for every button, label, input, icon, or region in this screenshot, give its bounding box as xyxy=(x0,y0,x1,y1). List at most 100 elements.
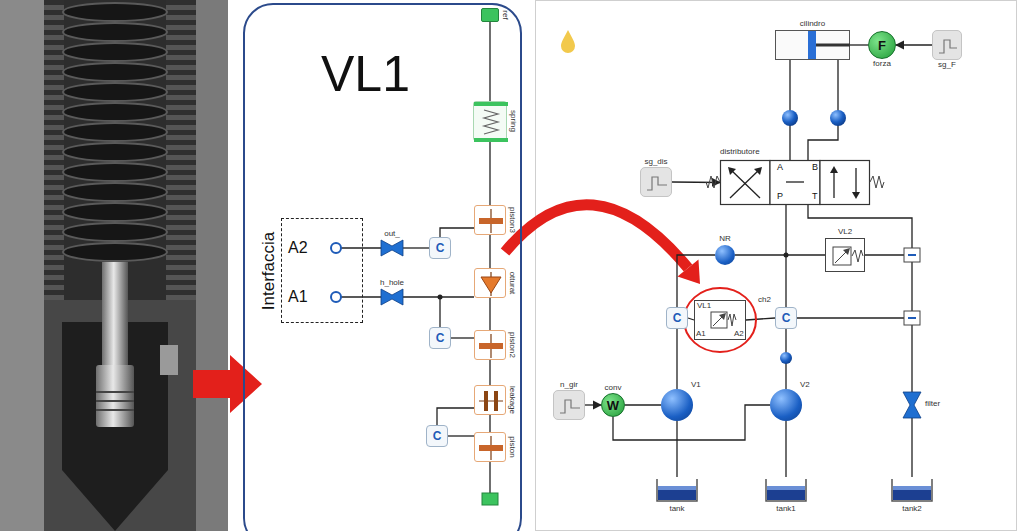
signal-source: n_gir xyxy=(553,390,585,420)
node-label: F xyxy=(878,39,886,52)
cylinder-symbol-outline xyxy=(775,30,850,60)
circuit-panel xyxy=(536,1,1017,531)
node-label: piston2 xyxy=(508,332,516,358)
pump-symbol: V2 xyxy=(770,389,802,421)
symbol-part xyxy=(711,312,727,328)
node-label: C xyxy=(433,430,442,442)
spring-coil xyxy=(63,83,167,101)
spring-coil xyxy=(63,243,167,261)
chamber-symbol: C xyxy=(429,237,451,259)
valve-photo xyxy=(0,0,228,531)
node-label: C xyxy=(436,332,445,344)
junction-dot xyxy=(438,295,443,300)
symbol-part xyxy=(479,218,503,224)
orifice-symbol: out_ xyxy=(381,240,403,256)
orifice-symbol-outline xyxy=(381,289,403,305)
connector xyxy=(451,337,474,338)
interface-box: Interfaccia xyxy=(281,218,363,323)
check-valve: NR xyxy=(715,245,735,265)
housing-face xyxy=(0,0,44,531)
symbol-part xyxy=(484,391,488,411)
symbol-part xyxy=(893,486,931,490)
side-pin xyxy=(160,345,178,375)
node-label: out_ xyxy=(384,230,400,238)
node-label: C xyxy=(436,242,445,254)
symbol-part xyxy=(479,401,503,402)
spring-coil xyxy=(63,43,167,61)
tank-symbol-outline xyxy=(655,477,699,503)
groove xyxy=(96,391,134,393)
connector xyxy=(785,421,786,477)
junction-mark xyxy=(908,254,916,256)
node-label: sg_dis xyxy=(644,158,667,166)
directional-valve: distributoreABPT xyxy=(720,160,870,205)
wire xyxy=(439,297,440,327)
symbol-part xyxy=(658,486,696,490)
symbol-part xyxy=(695,301,746,340)
node-label: A1 xyxy=(696,330,706,338)
orifice-symbol-outline xyxy=(381,240,403,256)
subsystem-panel: VL1Interfacciaout_h_holeCCCrefspringpist… xyxy=(243,3,522,531)
symbol-part xyxy=(892,479,932,501)
relief-valve-outline xyxy=(825,238,865,272)
relief-valve: VL1A1A2 xyxy=(694,300,746,340)
directional-valve-outline xyxy=(720,160,870,205)
symbol-part xyxy=(728,314,736,326)
filter-symbol-outline xyxy=(903,392,921,418)
red-arrow-head xyxy=(678,260,701,285)
node-label: spring xyxy=(509,110,517,132)
symbol-part xyxy=(820,161,870,205)
tank-symbol-outline xyxy=(890,477,934,503)
node-label: VL1 xyxy=(321,49,410,99)
spring-coil xyxy=(63,63,167,81)
symbol-part xyxy=(816,44,850,47)
node-label: VL2 xyxy=(838,228,852,236)
filter-symbol: filter xyxy=(903,392,921,418)
poppet-head xyxy=(96,365,134,427)
ground-block xyxy=(482,493,498,505)
symbol-part xyxy=(852,192,860,199)
symbol-part xyxy=(658,489,696,500)
node-label: tank1 xyxy=(776,505,796,513)
symbol-part xyxy=(754,167,762,175)
cylinder-symbol: cilindro xyxy=(775,30,850,60)
signal-source-outline xyxy=(641,168,671,196)
spring-coil xyxy=(63,143,167,161)
housing-face xyxy=(196,0,228,531)
signal-source: sg_dis xyxy=(640,167,672,197)
symbol-part xyxy=(494,391,498,411)
piston-block-outline xyxy=(475,331,505,359)
connector xyxy=(437,408,474,425)
symbol-part xyxy=(808,31,816,59)
piston-block-outline xyxy=(475,206,505,234)
symbol-part xyxy=(560,400,580,413)
red-curved-arrow xyxy=(505,205,688,268)
node-label: filter xyxy=(925,400,940,408)
node-label: h_hole xyxy=(380,279,404,287)
symbol-part xyxy=(770,161,820,205)
junction-dot xyxy=(784,253,789,258)
reference-block: ref xyxy=(481,8,499,22)
check-valve xyxy=(782,110,798,126)
port-label: A1 xyxy=(288,289,308,305)
symbol-part xyxy=(474,138,508,142)
wire xyxy=(341,296,381,297)
highlight-ellipse xyxy=(684,288,756,352)
junction-block xyxy=(904,248,920,262)
signal-source-outline xyxy=(554,391,584,419)
connector xyxy=(625,404,661,405)
red-arrow xyxy=(193,355,262,413)
piston-block: piston xyxy=(474,432,506,462)
connector xyxy=(808,60,838,160)
symbol-part xyxy=(728,167,736,175)
node-label: distributore xyxy=(720,148,760,156)
tank-symbol: tank2 xyxy=(890,477,934,503)
node-label: n_gir xyxy=(560,381,578,389)
leakage-block: leakage xyxy=(474,385,506,415)
chamber-symbol: C xyxy=(426,425,448,447)
spring-coil xyxy=(63,203,167,221)
connector xyxy=(403,247,429,248)
symbol-part xyxy=(730,169,760,198)
check-valve xyxy=(830,110,846,126)
